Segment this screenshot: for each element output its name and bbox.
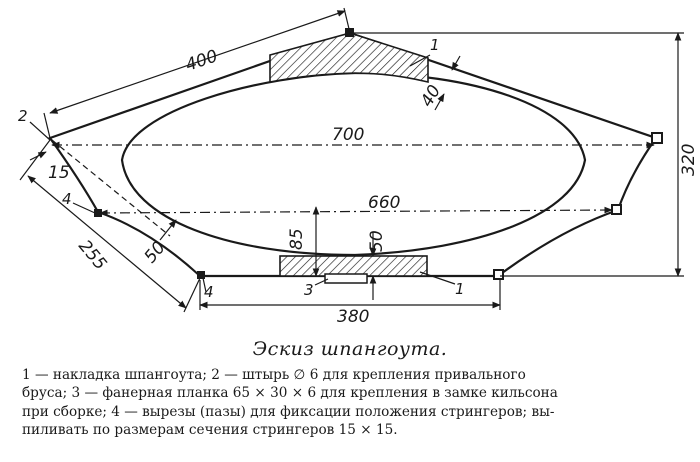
dim-50-side: 50 <box>141 238 170 267</box>
dim-255: 255 <box>74 236 110 274</box>
figure-caption-title: Эскиз шпангоута. <box>252 338 448 360</box>
caption-line: пиливать по размерам сечения стрингеров … <box>22 422 398 439</box>
callout-3: 3 <box>304 281 314 299</box>
plywood-plank <box>324 273 368 284</box>
callout-2: 2 <box>18 107 28 125</box>
caption-line: 1 — накладка шпангоута; 2 — штырь ∅ 6 дл… <box>22 367 526 383</box>
dim-85: 85 <box>287 228 307 250</box>
callout-4-left: 4 <box>62 190 72 208</box>
notch-right <box>651 132 663 144</box>
dim-380: 380 <box>337 307 369 327</box>
dim-40: 40 <box>417 82 445 111</box>
dim-320: 320 <box>679 144 699 176</box>
frame-sketch-drawing: 400 700 660 380 320 255 40 50 85 50 15 1… <box>18 7 699 327</box>
notch-bottom-left <box>197 271 205 279</box>
callout-4-bottom: 4 <box>204 283 214 301</box>
callout-1-bottom: 1 <box>455 280 465 298</box>
bottom-lining-hatched <box>279 255 428 277</box>
callout-1-top: 1 <box>430 36 440 54</box>
dim-400: 400 <box>183 46 220 75</box>
notch-bottom-right <box>493 269 504 280</box>
caption-line: бруса; 3 — фанерная планка 65 × 30 × 6 д… <box>22 385 558 402</box>
caption-line: при сборке; 4 — вырезы (пазы) для фиксац… <box>22 403 555 420</box>
dim-15: 15 <box>48 163 70 183</box>
frame-inner-cutout <box>120 71 587 257</box>
dim-50-bottom: 50 <box>367 230 387 252</box>
figure-caption-text: 1 — накладка шпангоута; 2 — штырь ∅ 6 дл… <box>22 366 682 440</box>
notch-right-lower <box>611 204 622 215</box>
top-lining-hatched <box>269 32 429 84</box>
dim-660: 660 <box>368 193 400 213</box>
dim-700: 700 <box>332 125 364 145</box>
